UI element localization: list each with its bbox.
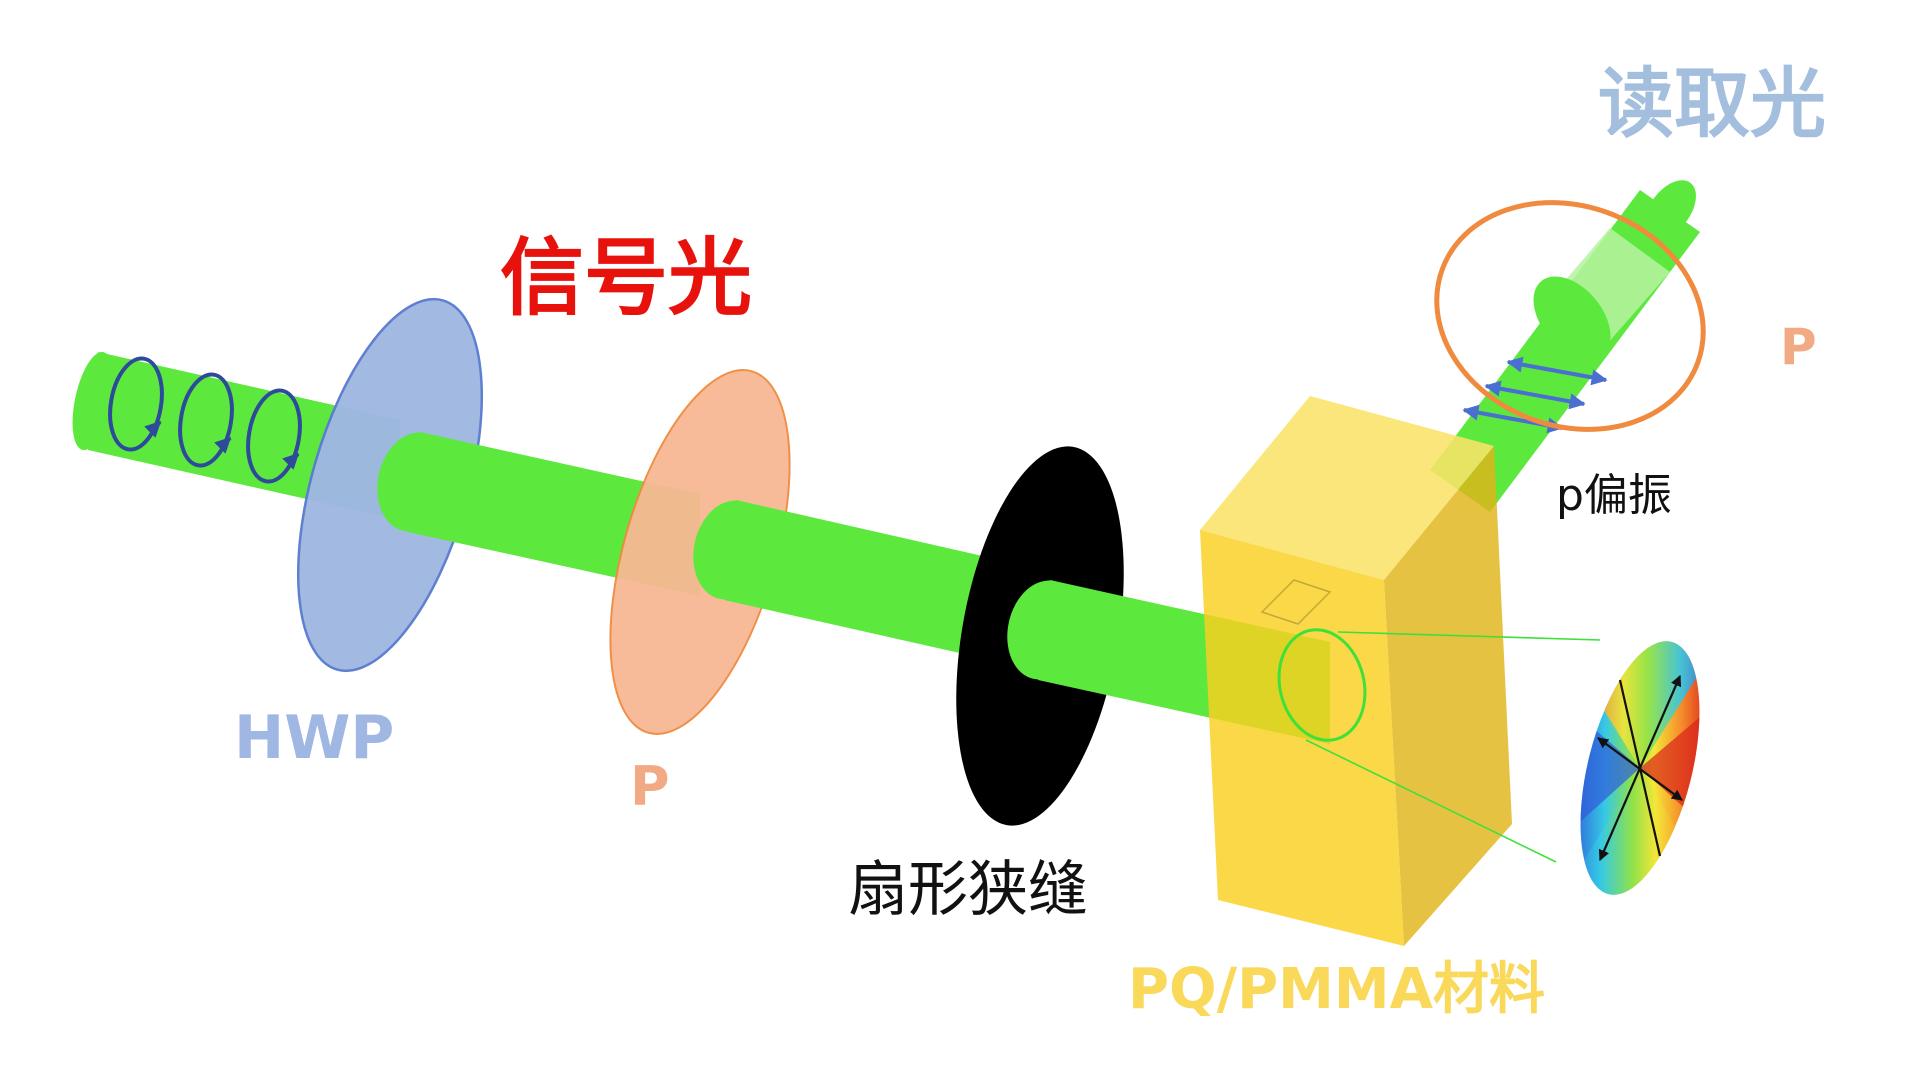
signal-light-label: 信号光 [500,229,753,327]
p-polarization-label: p偏振 [1556,470,1672,521]
polarizer-1-label: P [630,755,670,818]
zoom-projection-lines [1305,631,1601,863]
fan-pattern-zoom [1560,630,1720,907]
read-light-label: 读取光 [1598,59,1826,148]
hwp-label: HWP [234,703,395,773]
material-label: PQ/PMMA材料 [1128,957,1545,1022]
circular-polarization-icon [108,356,302,484]
polarizer-2-label: P [1780,318,1817,376]
readout-polarizer-ring [1434,200,1706,432]
fan-slit-label: 扇形狭缝 [848,855,1088,925]
pq-pmma-block [1200,396,1512,946]
focus-spot [1277,628,1367,742]
signal-beam-segment-3 [693,500,1000,662]
